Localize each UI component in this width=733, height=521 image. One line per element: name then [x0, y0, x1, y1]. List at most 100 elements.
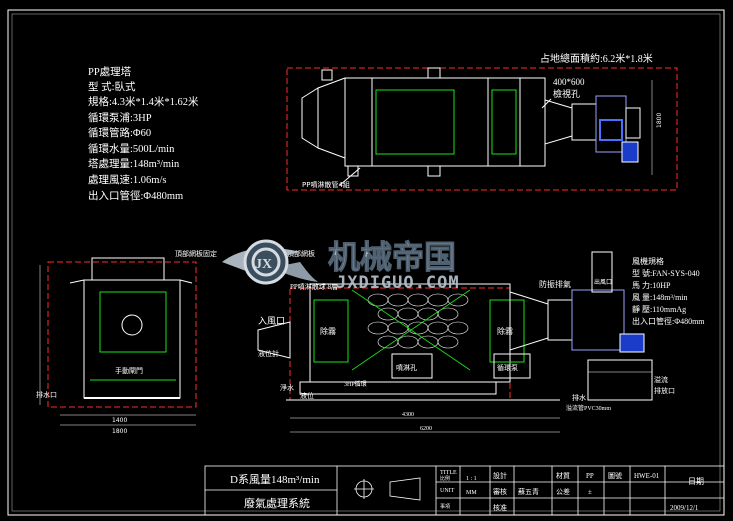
nozzle-box	[391, 353, 433, 379]
drawing-no-value: HWE-01	[634, 472, 660, 480]
label-clean-water: 淨水	[280, 383, 294, 392]
designer-label: 設計	[493, 471, 507, 480]
material-value: PP	[586, 472, 594, 480]
watermark-sub: JXDIGUO.COM	[336, 273, 460, 293]
logo-gear-icon	[243, 239, 289, 285]
unit-value: MM	[466, 490, 477, 496]
spec-line: 循環泵浦:3HP	[88, 111, 152, 124]
side-view: 頂部網板固定 手動閘門 排水口 1400 1800	[36, 249, 217, 435]
front-outlet-duct	[509, 291, 549, 351]
checker-name: 蘇五青	[518, 487, 539, 496]
label-drain-pipe: 溢流管PVC30mm	[566, 404, 611, 412]
date-label: 日期	[688, 477, 704, 486]
dim-outer: 6200	[420, 426, 432, 432]
front-motor	[619, 333, 645, 353]
spec-line: 循環水量:500L/min	[88, 142, 175, 155]
front-demister-right	[489, 299, 525, 363]
material-label: 材質	[556, 471, 570, 480]
spec-block: PP處理塔 型 式:臥式 規格:4.3米*1.4米*1.62米 循環泵浦:3HP…	[88, 65, 199, 202]
box-label: 除霧	[320, 326, 336, 336]
hole-size-label: 400*600	[553, 77, 585, 87]
projection-symbol-cone	[389, 477, 421, 501]
dim-inner: 4300	[402, 412, 414, 418]
approver-label: 核准	[493, 503, 507, 512]
title-block	[204, 465, 725, 516]
fan-base-frame	[587, 359, 653, 401]
plan-motor	[621, 141, 639, 163]
date-value: 2009/12/1	[670, 504, 699, 512]
box-label: 循環泵	[497, 363, 518, 372]
packing-media	[367, 293, 469, 349]
side-footprint	[47, 261, 197, 408]
plan-demister	[491, 89, 517, 155]
spec-title: PP處理塔	[88, 65, 132, 78]
label-overflow: 溢流	[654, 375, 668, 384]
label-top-mesh: 頂部網板	[287, 249, 315, 258]
fan-spec-line: 風 量:148m³/min	[632, 293, 688, 302]
plan-view: 占地總面積約:6.2米*1.8米 400*600 檢視孔 PP噴淋散管4組 18…	[286, 52, 678, 191]
tolerance-value: ±	[588, 488, 592, 496]
title-label: TITLE	[440, 470, 457, 476]
spec-line: 型 式:臥式	[88, 80, 136, 93]
front-footprint	[289, 287, 511, 401]
checker-label: 審核	[493, 487, 507, 496]
fan-outlet-stack	[591, 251, 613, 293]
box-label: 除霧	[497, 326, 513, 336]
label-inlet: 入風口	[258, 316, 285, 326]
watermark-main: 机械帝国	[328, 238, 456, 276]
inspection-hole	[375, 89, 455, 155]
footprint-outline	[286, 67, 678, 191]
box-label: 噴淋孔	[396, 363, 417, 372]
tolerance-label: 公差	[556, 487, 570, 496]
title-main: D系風量148m³/min	[230, 473, 320, 486]
plan-outlet-duct	[544, 99, 573, 145]
unit-label: UNIT	[440, 488, 455, 494]
title-block-frame	[204, 465, 725, 516]
front-view: 頂部網板 PP噴淋散球 8層 入風口 防振排氣 液位計 淨水 液位 3HP循環 …	[257, 249, 675, 433]
fan-spec-line: 靜 壓:110mmAg	[632, 304, 686, 314]
front-demister-left	[313, 299, 349, 363]
plan-dim-right: 1800	[656, 113, 663, 128]
spec-line: 循環管路:Φ60	[88, 126, 151, 139]
fan-spec-line: 型 號:FAN-SYS-040	[632, 268, 700, 278]
plan-inlet-duct	[301, 87, 319, 149]
front-fan	[571, 289, 625, 351]
title-sub: 廢氣處理系統	[244, 496, 310, 510]
fan-spec-line: 馬 力:10HP	[632, 280, 671, 290]
label-drain-mouth: 排放口	[654, 386, 675, 395]
pipe-label: PP噴淋散管4組	[302, 180, 350, 189]
label-liquid-level: 液位	[300, 391, 314, 400]
spec-line: 規格:4.3米*1.4米*1.62米	[88, 95, 199, 108]
spec-line: 塔處理量:148m³/min	[88, 157, 180, 170]
fan-spec-block: 風機規格 型 號:FAN-SYS-040 馬 力:10HP 風 量:148m³/…	[594, 256, 705, 326]
spec-line: 出入口管徑:Φ480mm	[88, 189, 183, 202]
side-label-mesh: 頂部網板固定	[175, 249, 217, 258]
side-label-drain: 排水口	[36, 390, 57, 399]
front-inlet	[257, 321, 291, 359]
scale-value: 1 : 1	[466, 476, 477, 482]
footprint-label: 占地總面積約:6.2米*1.8米	[540, 52, 653, 65]
logo-text: JX	[255, 257, 272, 272]
side-inner-chamber	[99, 291, 167, 353]
label-level-gauge: 液位計	[258, 349, 279, 358]
pump-box	[493, 353, 531, 379]
label-pp-ball: PP噴淋散球 8層	[290, 282, 338, 291]
remark-label: 事項	[440, 503, 450, 510]
plan-tower-body	[344, 77, 546, 167]
side-dim-inner: 1400	[112, 417, 127, 424]
spec-line: 處理風速:1.06m/s	[88, 173, 166, 186]
drawing-inner-frame	[11, 13, 721, 512]
fan-outlet-label: 出風口	[594, 278, 612, 286]
scale-label: 比例	[440, 475, 450, 482]
label-pump: 3HP循環	[344, 380, 367, 388]
hole-sub-label: 檢視孔	[553, 88, 580, 99]
label-drain: 排水	[572, 393, 586, 402]
fan-spec-line: 出入口管徑:Φ480mm	[632, 316, 705, 326]
side-dim-outer: 1800	[112, 428, 127, 435]
drawing-no-label: 圖號	[608, 471, 622, 480]
label-exhaust: 防振排氣	[539, 279, 571, 289]
watermark: JX 机械帝国 JXDIGUO.COM	[222, 238, 460, 293]
side-label-gate: 手動閘門	[115, 366, 143, 375]
fan-spec-title: 風機規格	[632, 256, 664, 266]
